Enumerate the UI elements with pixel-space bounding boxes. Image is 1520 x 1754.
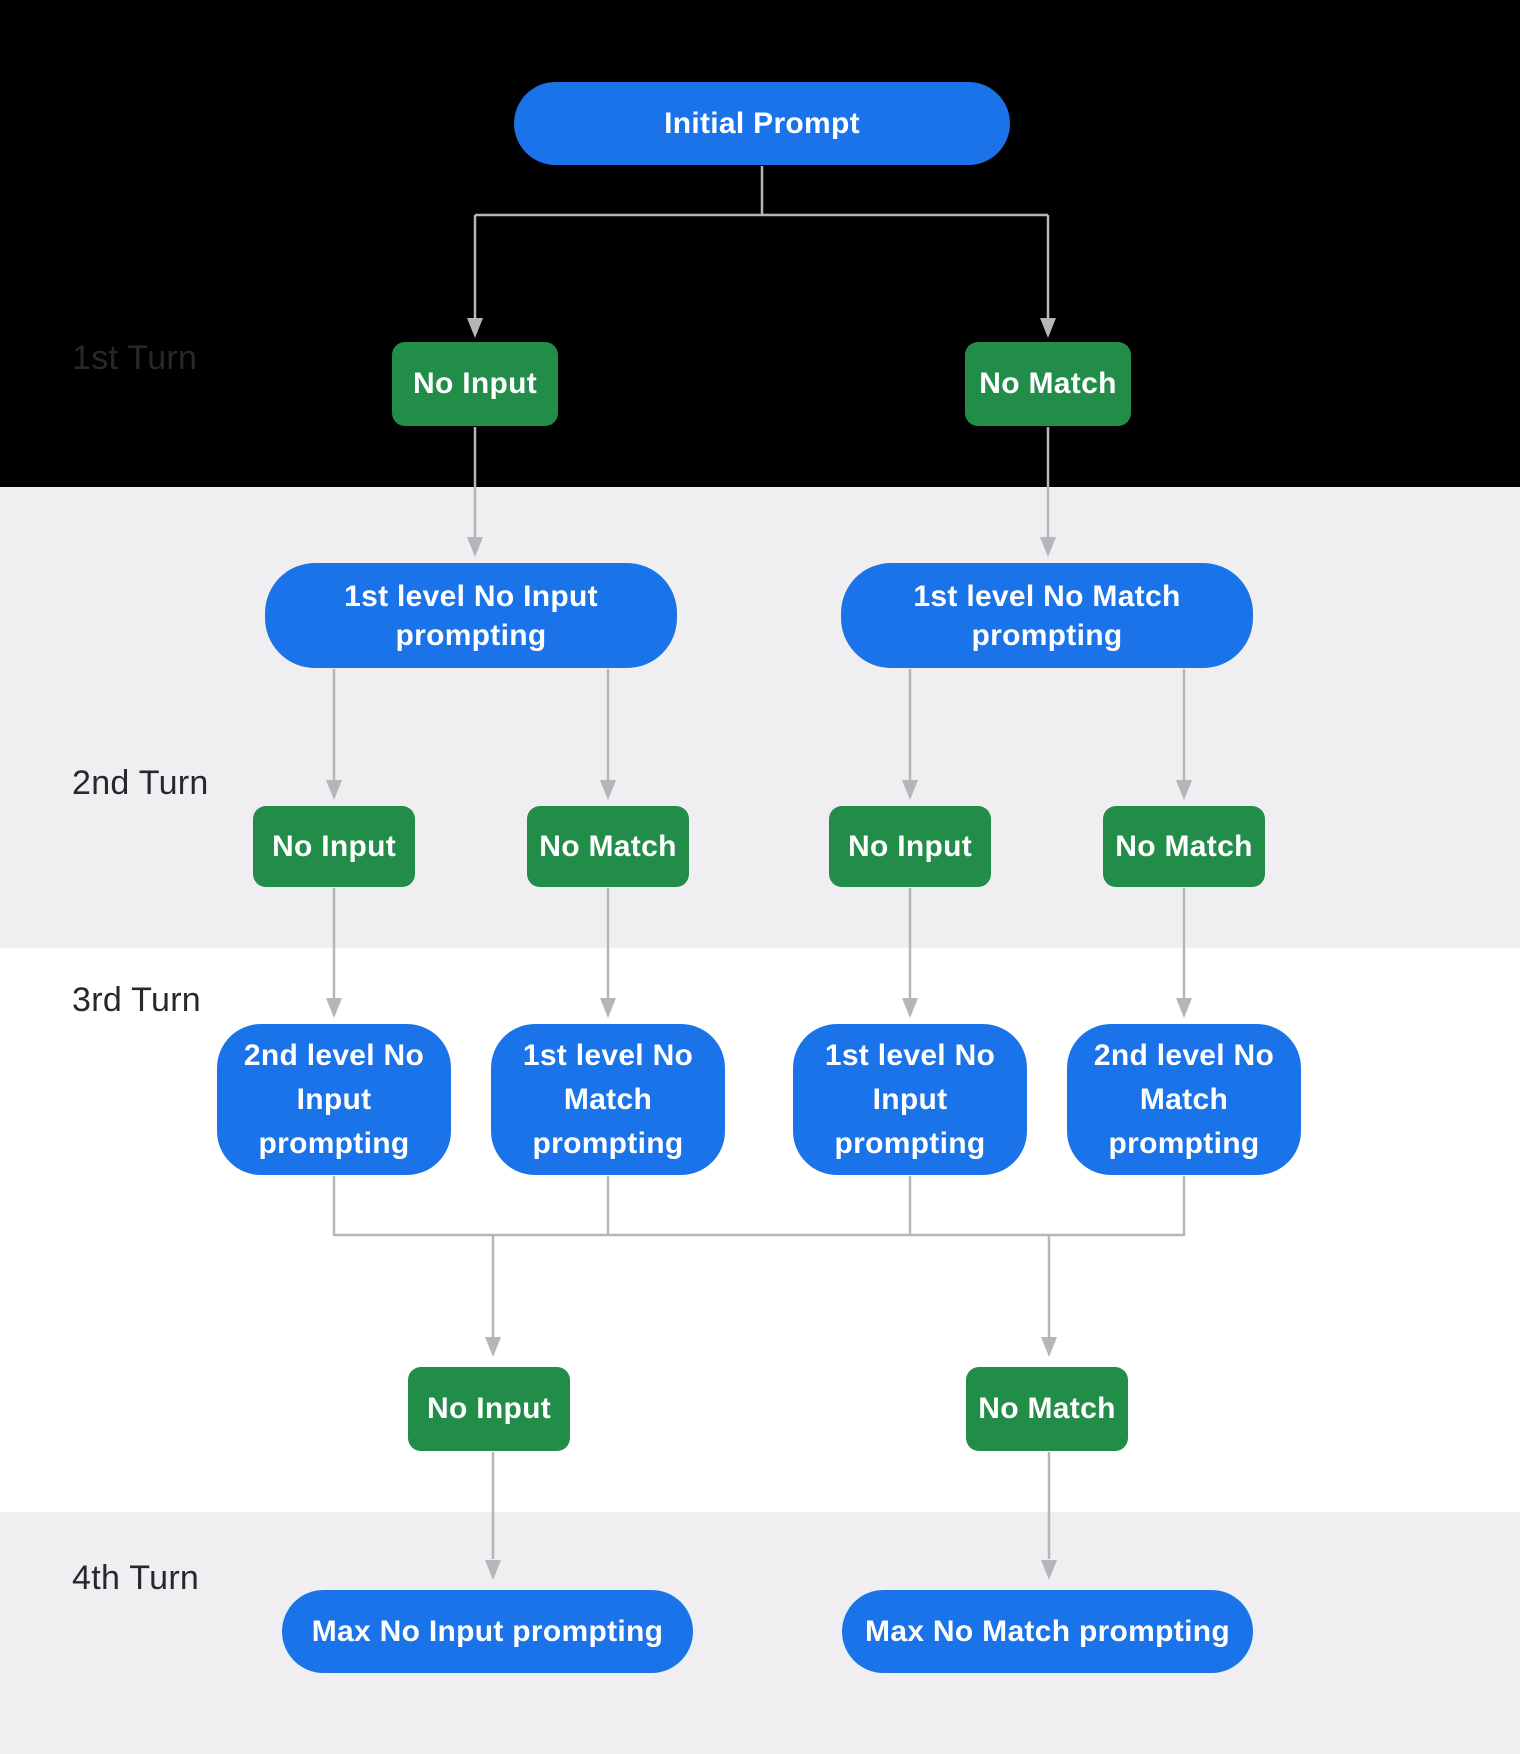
- node-turn3-no-match: No Match: [966, 1367, 1128, 1451]
- node-1st-level-no-match-prompting-2: 1st level No Match prompting: [491, 1024, 725, 1175]
- turn-label-1: 1st Turn: [72, 339, 198, 377]
- node-turn2-no-match-right: No Match: [1103, 806, 1265, 887]
- node-1st-level-no-match-prompting: 1st level No Match prompting: [841, 563, 1253, 668]
- node-2nd-level-no-match-prompting: 2nd level No Match prompting: [1067, 1024, 1301, 1175]
- node-turn2-no-input-right: No Input: [829, 806, 991, 887]
- node-turn2-no-input-left: No Input: [253, 806, 415, 887]
- node-max-no-match-prompting: Max No Match prompting: [842, 1590, 1253, 1673]
- node-1st-level-no-input-prompting-2: 1st level No Input prompting: [793, 1024, 1027, 1175]
- band-turn-4: [0, 1512, 1520, 1754]
- band-turn-1: [0, 0, 1520, 487]
- turn-label-4: 4th Turn: [72, 1559, 200, 1597]
- turn-label-3: 3rd Turn: [72, 981, 202, 1019]
- node-initial-prompt: Initial Prompt: [514, 82, 1010, 165]
- node-max-no-input-prompting: Max No Input prompting: [282, 1590, 693, 1673]
- node-2nd-level-no-input-prompting: 2nd level No Input prompting: [217, 1024, 451, 1175]
- node-turn3-no-input: No Input: [408, 1367, 570, 1451]
- turn-label-2: 2nd Turn: [72, 764, 209, 802]
- node-turn1-no-input: No Input: [392, 342, 558, 426]
- node-1st-level-no-input-prompting: 1st level No Input prompting: [265, 563, 677, 668]
- node-turn2-no-match-left: No Match: [527, 806, 689, 887]
- node-turn1-no-match: No Match: [965, 342, 1131, 426]
